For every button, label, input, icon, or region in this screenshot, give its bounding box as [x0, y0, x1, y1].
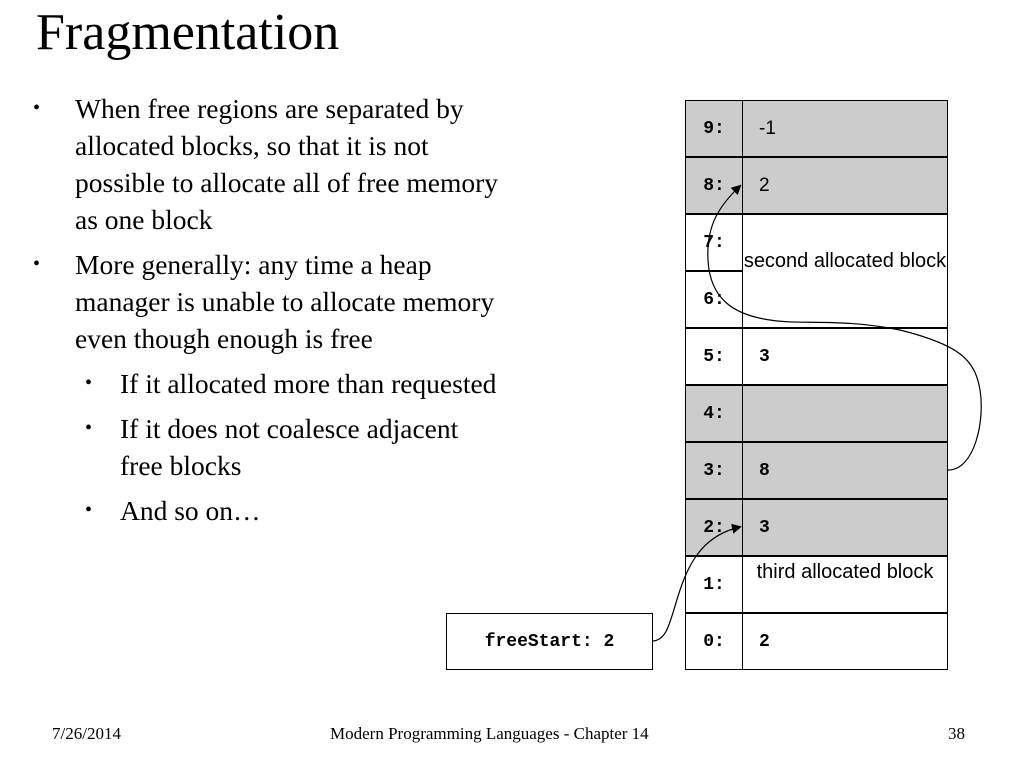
- memory-row-4: 4:: [685, 385, 948, 442]
- bullet-item: • When free regions are separated by all…: [30, 90, 500, 238]
- bullet-dot: •: [33, 253, 41, 275]
- sub-bullet-item: • If it does not coalesce adjacent free …: [30, 410, 500, 484]
- sub-bullet-item: • And so on…: [30, 492, 500, 529]
- bullet-dot: •: [85, 417, 93, 439]
- memory-value: 3: [759, 346, 770, 367]
- memory-row-5: 5: 3: [685, 328, 948, 385]
- memory-value: -1: [759, 117, 776, 139]
- memory-address: 3:: [686, 443, 743, 498]
- next-pointer-arrow: [707, 184, 982, 471]
- memory-address: 5:: [686, 329, 743, 384]
- free-start-box: freeStart: 2: [446, 613, 653, 670]
- memory-address: 9:: [686, 101, 743, 156]
- slide-title: Fragmentation: [36, 4, 340, 61]
- memory-address: 2:: [686, 500, 743, 555]
- bullet-list: • When free regions are separated by all…: [30, 90, 500, 537]
- footer-date: 7/26/2014: [52, 724, 121, 743]
- bullet-dot: •: [33, 97, 41, 119]
- memory-row-9: 9: -1: [685, 100, 948, 157]
- footer-page-number: 38: [948, 724, 965, 743]
- memory-value: 8: [759, 460, 770, 481]
- memory-diagram: 9: -1 8: 2 7: 6: 5: 3 4: 3: 8 2: 3 1: 0:…: [685, 100, 948, 670]
- sub-bullet-text: If it allocated more than requested: [120, 368, 497, 399]
- memory-address: 8:: [686, 158, 743, 213]
- sub-bullet-item: • If it allocated more than requested: [30, 365, 500, 402]
- bullet-text: When free regions are separated by alloc…: [75, 93, 499, 235]
- sub-bullet-text: And so on…: [120, 495, 261, 526]
- second-block-cell: [743, 215, 947, 327]
- footer-course: Modern Programming Languages - Chapter 1…: [330, 724, 649, 743]
- bullet-dot: •: [85, 499, 93, 521]
- memory-value: 2: [759, 174, 770, 196]
- memory-address: 0:: [686, 614, 743, 669]
- memory-value: 3: [759, 517, 770, 538]
- free-start-arrow: [652, 523, 742, 642]
- memory-row-2: 2: 3: [685, 499, 948, 556]
- memory-address: 4:: [686, 386, 743, 441]
- third-block-label: third allocated block: [756, 561, 934, 583]
- memory-value: 2: [759, 631, 770, 652]
- bullet-dot: •: [85, 372, 93, 394]
- memory-row-0: 0: 2: [685, 613, 948, 670]
- sub-bullet-text: If it does not coalesce adjacent free bl…: [120, 413, 459, 481]
- second-block-label: second allocated block: [743, 250, 947, 272]
- bullet-text: More generally: any time a heap manager …: [75, 249, 495, 354]
- memory-row-1: 1:: [685, 556, 948, 613]
- memory-row-8: 8: 2: [685, 157, 948, 214]
- memory-address: 1:: [686, 557, 743, 612]
- memory-row-3: 3: 8: [685, 442, 948, 499]
- bullet-item: • More generally: any time a heap manage…: [30, 246, 500, 357]
